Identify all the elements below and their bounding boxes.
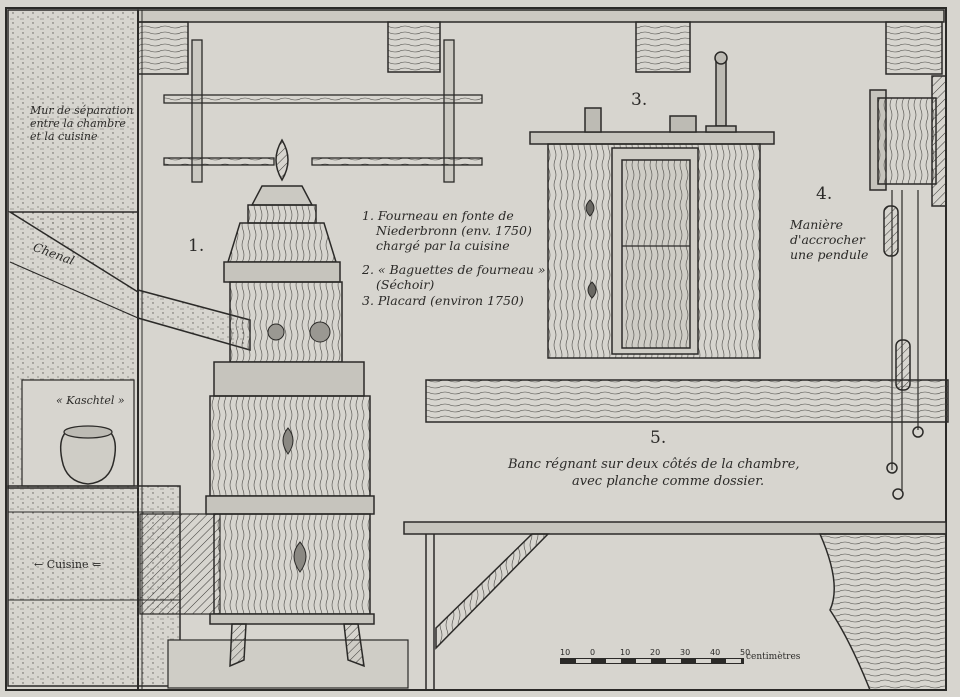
plate-border: [5, 7, 947, 691]
pendule-label-line-3: une pendule: [790, 247, 869, 262]
pendule-label-line-1: Manière: [790, 217, 844, 232]
wall-label-line-2: entre la chambre: [30, 117, 126, 130]
legend-item-2-line-2: (Séchoir): [376, 277, 435, 292]
legend-item-1-line-1: 1. Fourneau en fonte de: [362, 208, 514, 223]
scale-tick-label: 40: [710, 648, 721, 657]
scale-bar: 10 0 10 20 30 40 50 centimètres: [560, 648, 800, 668]
scale-tick-label: 30: [680, 648, 691, 657]
figure-number-3: 3.: [631, 90, 648, 110]
pendule-label: Manière d'accrocher une pendule: [790, 217, 868, 262]
cuisine-label: ← Cuisine ⇐: [34, 558, 102, 571]
wall-label-line-1: Mur de séparation: [30, 104, 134, 117]
scale-tick-label: 0: [590, 648, 596, 657]
legend-item-2-line-1: 2. « Baguettes de fourneau »: [362, 262, 546, 277]
scale-unit: centimètres: [746, 652, 801, 662]
wall-label: Mur de séparation entre la chambre et la…: [30, 104, 133, 143]
banc-label: Banc régnant sur deux côtés de la chambr…: [508, 456, 800, 490]
scale-ticks: 10 0 10 20 30 40 50: [560, 648, 790, 658]
banc-label-line-2: avec planche comme dossier.: [572, 474, 765, 489]
scale-tick-label: 10: [560, 648, 571, 657]
legend-item-3-line-1: 3. Placard (environ 1750): [362, 293, 524, 308]
bench: [403, 379, 949, 691]
pendule-label-line-2: d'accrocher: [790, 232, 865, 247]
scale-tick-label: 10: [620, 648, 631, 657]
wall-clock: [869, 75, 947, 500]
separation-wall: [7, 9, 409, 690]
legend-item-1-line-3: chargé par la cuisine: [376, 238, 510, 253]
scale-tick-label: 20: [650, 648, 661, 657]
banc-label-line-1: Banc régnant sur deux côtés de la chambr…: [508, 457, 800, 472]
wall-label-line-3: et la cuisine: [30, 130, 98, 143]
legend-item-1-line-2: Niederbronn (env. 1750): [376, 223, 532, 238]
figure-number-5: 5.: [650, 428, 667, 448]
figure-number-4: 4.: [816, 184, 833, 204]
drying-rack: [163, 39, 483, 183]
kaschtel-label: « Kaschtel »: [56, 394, 125, 407]
scale-tick-label: 50: [740, 648, 751, 657]
figure-number-1: 1.: [188, 236, 205, 256]
scale-bar-graphic: [560, 658, 744, 664]
ceiling-beam: [137, 9, 945, 75]
cast-iron-stove: [205, 138, 375, 668]
cupboard: [529, 51, 775, 359]
